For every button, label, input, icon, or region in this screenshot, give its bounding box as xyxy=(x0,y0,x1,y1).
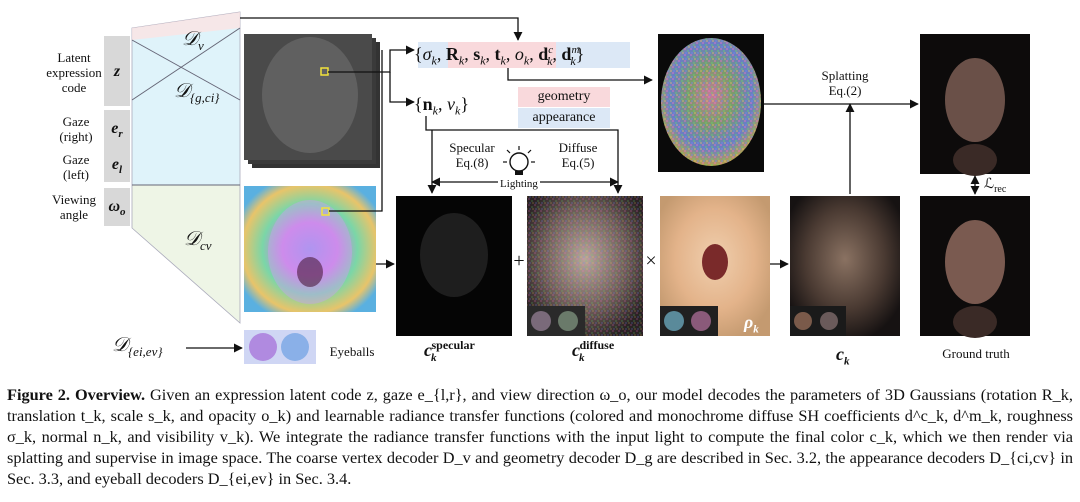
ground-truth-label: Ground truth xyxy=(942,346,1010,361)
lightbulb-icon xyxy=(503,146,535,175)
decoder-dv-label: 𝒟v xyxy=(182,28,204,53)
ck-label: ck xyxy=(836,344,850,368)
geometry-chip xyxy=(518,87,610,107)
decoder-dg-label: 𝒟{g,ci} xyxy=(174,80,220,105)
latent-label: Latent expression code xyxy=(46,50,102,95)
decoder-dv-top xyxy=(132,12,240,40)
specular-eq-label: Specular Eq.(8) xyxy=(449,140,495,170)
caption-body: Given an expression latent code z, gaze … xyxy=(7,385,1073,488)
params-top-set: {σk, Rk, sk, tk, ok, dck, dmk} xyxy=(414,44,585,68)
gaze-right-symbol: er xyxy=(111,120,123,141)
eyeballs-label: Eyeballs xyxy=(329,344,375,359)
caption-title: Overview. xyxy=(74,385,146,404)
rho-label: ρk xyxy=(744,312,759,336)
geometry-legend-label: geometry xyxy=(537,89,591,104)
plus-operator: + xyxy=(513,250,525,272)
c-specular-label: ckspecular xyxy=(424,338,475,364)
decoder-eyeball-label: 𝒟{ei,ev} xyxy=(112,334,163,359)
gaze-right-label: Gaze (right) xyxy=(59,114,93,144)
appearance-legend-label: appearance xyxy=(532,110,596,125)
gaze-right-bar xyxy=(104,110,130,150)
diffuse-eq-label: Diffuse Eq.(5) xyxy=(558,140,598,170)
gaze-left-symbol: el xyxy=(111,156,123,177)
splatting-label: Splatting Eq.(2) xyxy=(821,68,869,98)
figure-graphics xyxy=(104,11,1030,364)
decoder-dcv-label: 𝒟cv xyxy=(184,228,212,253)
params-nv-set: {nk, vk} xyxy=(414,94,469,118)
overview-figure: Latent expression code z Gaze (right) er… xyxy=(46,11,1030,368)
times-operator: × xyxy=(645,250,657,272)
normal-map xyxy=(244,186,376,312)
viewing-label: Viewing angle xyxy=(52,192,96,222)
c-diffuse-label: ckdiffuse xyxy=(572,338,615,364)
gaze-left-bar xyxy=(104,146,130,182)
latent-symbol: z xyxy=(113,63,121,80)
lighting-label: Lighting xyxy=(500,178,538,190)
figure-caption: Figure 2. Overview. Given an expression … xyxy=(7,384,1073,489)
gaze-left-label: Gaze (left) xyxy=(62,152,90,182)
latent-bar xyxy=(104,36,130,106)
viewing-symbol: ωo xyxy=(108,198,126,219)
caption-figure-number: Figure 2. xyxy=(7,385,70,404)
appearance-chip xyxy=(518,108,610,128)
decoder-dcv-shape xyxy=(131,184,241,324)
loss-label: ℒrec xyxy=(984,177,1007,195)
view-bar xyxy=(104,188,130,226)
